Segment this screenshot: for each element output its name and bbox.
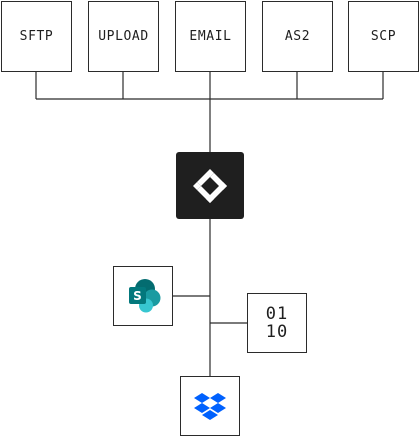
- protocol-label: SCP: [370, 29, 397, 44]
- protocol-scp: SCP: [348, 1, 419, 72]
- protocol-email: EMAIL: [175, 1, 246, 72]
- binary-line-2: 10: [265, 322, 289, 342]
- diamond-logo-icon: [193, 168, 227, 203]
- binary-line-1: 01: [265, 304, 289, 324]
- destination-dropbox: [180, 376, 240, 436]
- protocol-sftp: SFTP: [1, 1, 72, 72]
- sharepoint-icon: S: [129, 279, 161, 313]
- svg-text:S: S: [133, 289, 142, 303]
- destination-binary: 01 10: [247, 293, 307, 353]
- protocol-label: SFTP: [19, 29, 54, 44]
- protocol-label: UPLOAD: [98, 29, 149, 44]
- protocol-as2: AS2: [262, 1, 333, 72]
- protocol-label: EMAIL: [189, 29, 232, 44]
- destination-sharepoint: S: [113, 266, 173, 326]
- protocol-label: AS2: [284, 29, 311, 44]
- binary-data-icon: 01 10: [266, 305, 288, 341]
- protocol-upload: UPLOAD: [88, 1, 159, 72]
- hub-node: [176, 152, 244, 219]
- dropbox-icon: [194, 393, 226, 420]
